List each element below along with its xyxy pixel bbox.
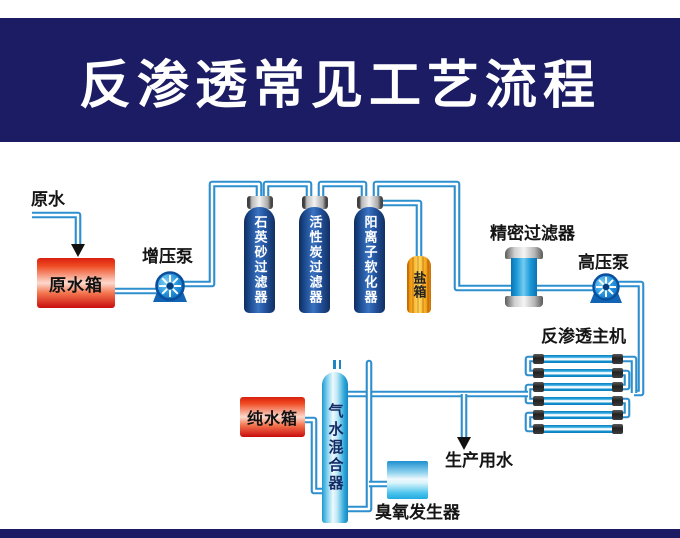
booster-pump-icon — [153, 271, 187, 302]
precision-filter-bottom-cap — [505, 296, 543, 307]
production-arrow-icon — [457, 437, 471, 450]
precision-filter — [511, 258, 537, 298]
ro-tube-cap — [612, 354, 623, 364]
precision-filter-label: 精密过滤器 — [490, 224, 575, 243]
inlet-arrow-icon — [71, 244, 85, 257]
ro-tube-cap — [612, 396, 623, 406]
ro-membrane-tube — [542, 411, 614, 419]
booster-to-filter1-pipe — [179, 180, 263, 288]
ro-tube-cap — [612, 410, 623, 420]
ro-tube-cap — [612, 382, 623, 392]
ozone-generator — [387, 461, 428, 499]
filter2-to-filter3-pipe — [317, 180, 368, 201]
page-title: 反渗透常见工艺流程 — [78, 56, 601, 115]
carbon-filter-cap — [302, 196, 328, 209]
ro-right-brackets — [611, 369, 631, 419]
footer-bar — [0, 529, 680, 538]
ro-membrane-tube — [542, 425, 614, 433]
cation-softener: 阳离子软化器 — [354, 207, 385, 313]
mixer-vent-icon — [338, 360, 341, 369]
ro-tube-cap — [533, 368, 544, 378]
ro-main-unit-label: 反渗透主机 — [541, 327, 626, 346]
salt-tank-pipe — [379, 199, 423, 258]
mixer-vent-icon — [333, 360, 336, 369]
puretank-to-mixer-pipe — [303, 416, 324, 495]
booster-pump-label: 增压泵 — [142, 247, 193, 266]
ro-membrane-tube — [542, 355, 614, 363]
ro-membrane-tube — [542, 397, 614, 405]
activated-carbon-filter-label: 活性炭过滤器 — [307, 215, 323, 305]
ro-membrane-tube — [542, 383, 614, 391]
ro-tube-cap — [533, 396, 544, 406]
precision-filter-top-cap — [505, 247, 543, 259]
mixer-riser-pipe — [341, 359, 373, 513]
filter1-to-filter2-pipe — [262, 180, 313, 201]
production-water-label: 生产用水 — [445, 451, 513, 470]
high-pressure-pump-icon — [590, 273, 622, 303]
ro-tube-cap — [533, 354, 544, 364]
raw-water-label: 原水 — [31, 190, 65, 209]
raw-water-inlet-pipe — [32, 211, 82, 244]
salt-tank: 盐箱 — [407, 256, 431, 313]
cation-softener-cap — [357, 196, 383, 209]
quartz-sand-filter-label: 石英砂过滤器 — [252, 215, 268, 305]
ro-tube-cap — [533, 424, 544, 434]
salt-tank-label: 盐箱 — [411, 270, 427, 299]
quartz-filter-cap — [247, 196, 273, 209]
ro-tube-cap — [612, 424, 623, 434]
pure-water-tank: 纯水箱 — [240, 397, 305, 437]
ro-tube-cap — [612, 368, 623, 378]
quartz-sand-filter: 石英砂过滤器 — [244, 207, 275, 313]
ro-tube-cap — [533, 382, 544, 392]
gas-water-mixer: 气水混合器 — [322, 372, 348, 523]
title-banner: 反渗透常见工艺流程 — [0, 18, 680, 142]
ozone-generator-label: 臭氧发生器 — [375, 503, 460, 522]
activated-carbon-filter: 活性炭过滤器 — [299, 207, 330, 313]
high-pressure-pump-label: 高压泵 — [578, 253, 629, 272]
ro-tube-cap — [533, 410, 544, 420]
cation-softener-label: 阳离子软化器 — [362, 215, 378, 305]
gas-water-mixer-label: 气水混合器 — [326, 402, 344, 493]
pure-water-tank-label: 纯水箱 — [246, 411, 298, 428]
raw-water-tank-label: 原水箱 — [49, 275, 103, 295]
raw-water-tank: 原水箱 — [37, 258, 115, 308]
softener-to-precision-pipe — [372, 180, 519, 292]
ro-membrane-tube — [542, 369, 614, 377]
